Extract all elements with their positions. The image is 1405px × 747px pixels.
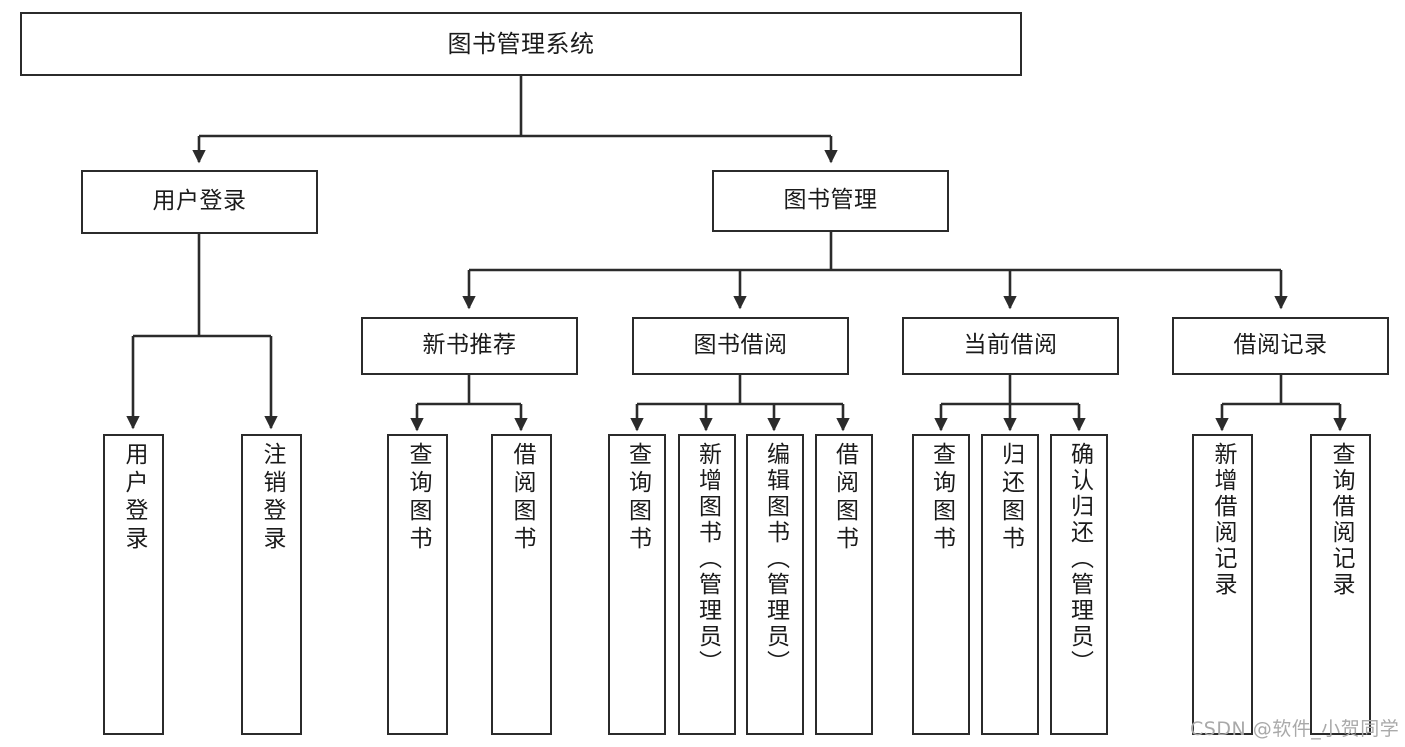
leaf-query-record[interactable]: 查询借阅记录 — [1310, 434, 1371, 735]
leaf-add-book[interactable]: 新增图书（管理员） — [678, 434, 736, 735]
leaf-query-book-3-label: 查询图书 — [928, 442, 955, 554]
leaf-borrow-book-2-label: 借阅图书 — [831, 442, 858, 554]
csdn-watermark: CSDN @软件_小贺同学 — [1190, 718, 1400, 740]
node-root-system[interactable]: 图书管理系统 — [20, 12, 1022, 76]
leaf-return-book-label: 归还图书 — [997, 442, 1024, 554]
leaf-query-book-1-label: 查询图书 — [405, 442, 431, 554]
node-new-book-rec[interactable]: 新书推荐 — [361, 317, 578, 375]
leaf-query-book-2-label: 查询图书 — [624, 442, 651, 554]
leaf-add-book-label: 新增图书（管理员） — [694, 442, 721, 676]
node-root-system-label: 图书管理系统 — [447, 29, 595, 58]
node-user-login-label: 用户登录 — [152, 188, 247, 215]
node-user-login[interactable]: 用户登录 — [81, 170, 318, 234]
node-new-book-rec-label: 新书推荐 — [422, 332, 517, 359]
node-current-borrow-label: 当前借阅 — [963, 332, 1058, 359]
leaf-user-login[interactable]: 用户登录 — [103, 434, 164, 735]
leaf-query-book-2[interactable]: 查询图书 — [608, 434, 666, 735]
leaf-confirm-return-label: 确认归还（管理员） — [1066, 442, 1093, 676]
leaf-borrow-book-2[interactable]: 借阅图书 — [815, 434, 873, 735]
leaf-borrow-book-1[interactable]: 借阅图书 — [491, 434, 552, 735]
node-book-manage[interactable]: 图书管理 — [712, 170, 949, 232]
leaf-query-book-1[interactable]: 查询图书 — [387, 434, 448, 735]
leaf-edit-book-label: 编辑图书（管理员） — [762, 442, 789, 676]
leaf-borrow-book-1-label: 借阅图书 — [509, 442, 535, 554]
node-book-borrow-label: 图书借阅 — [693, 332, 788, 359]
leaf-confirm-return[interactable]: 确认归还（管理员） — [1050, 434, 1108, 735]
node-borrow-record[interactable]: 借阅记录 — [1172, 317, 1389, 375]
leaf-query-book-3[interactable]: 查询图书 — [912, 434, 970, 735]
leaf-add-record[interactable]: 新增借阅记录 — [1192, 434, 1253, 735]
leaf-user-logout[interactable]: 注销登录 — [241, 434, 302, 735]
leaf-user-login-label: 用户登录 — [121, 442, 147, 554]
node-current-borrow[interactable]: 当前借阅 — [902, 317, 1119, 375]
node-book-borrow[interactable]: 图书借阅 — [632, 317, 849, 375]
leaf-return-book[interactable]: 归还图书 — [981, 434, 1039, 735]
leaf-user-logout-label: 注销登录 — [259, 442, 285, 554]
leaf-edit-book[interactable]: 编辑图书（管理员） — [746, 434, 804, 735]
leaf-query-record-label: 查询借阅记录 — [1328, 442, 1354, 598]
node-borrow-record-label: 借阅记录 — [1233, 332, 1328, 359]
node-book-manage-label: 图书管理 — [783, 187, 878, 214]
leaf-add-record-label: 新增借阅记录 — [1210, 442, 1236, 598]
